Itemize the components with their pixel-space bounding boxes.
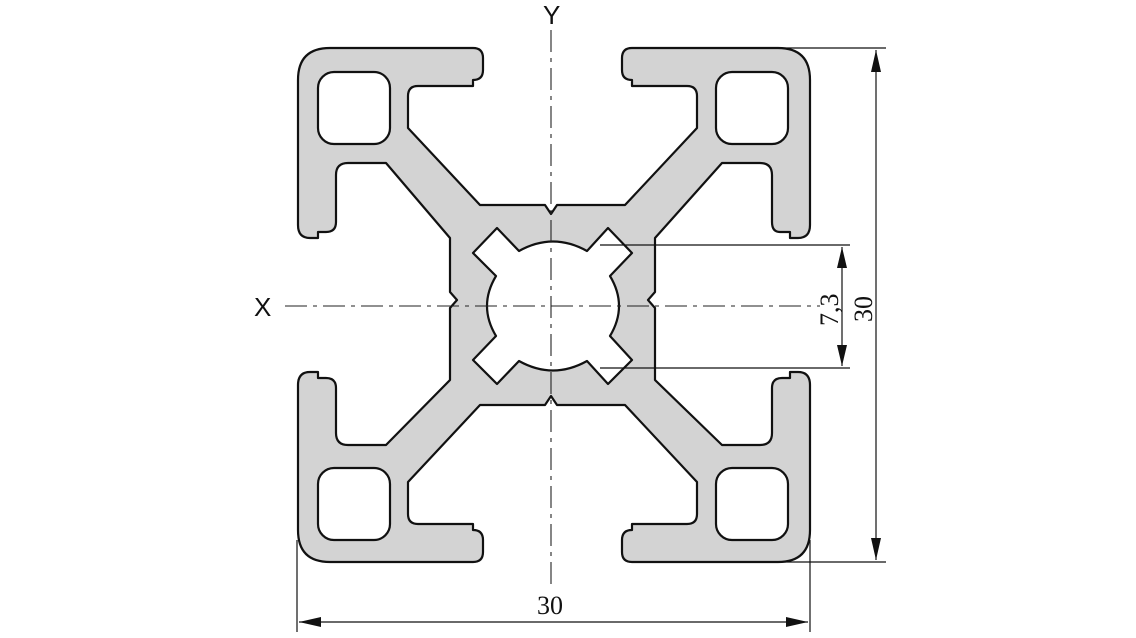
arrow-slot-top: [837, 247, 847, 268]
x-axis-label: X: [254, 292, 271, 322]
corner-hole-bottom-right: [714, 466, 790, 542]
arrow-slot-bottom: [837, 345, 847, 366]
arrow-height-bottom: [871, 538, 881, 560]
dim-slot-label: 7,3: [815, 294, 844, 327]
dim-height-label: 30: [849, 296, 878, 322]
y-axis-label: Y: [543, 0, 560, 30]
corner-hole-top-right: [714, 70, 790, 146]
corner-hole-top-left: [316, 70, 392, 146]
arrow-width-right: [786, 617, 808, 627]
dim-width-label: 30: [537, 591, 563, 620]
arrow-height-top: [871, 50, 881, 72]
corner-hole-bottom-left: [316, 466, 392, 542]
arrow-width-left: [299, 617, 321, 627]
